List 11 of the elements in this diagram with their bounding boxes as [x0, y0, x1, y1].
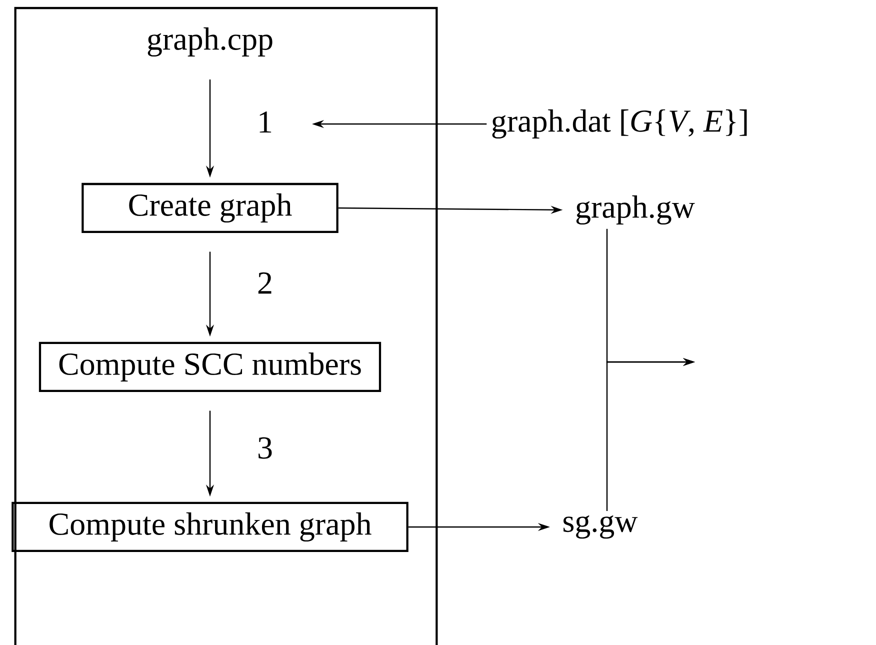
file-label: graph.cpp	[148, 27, 272, 57]
edge-label: 1	[254, 108, 276, 136]
process-box: Create graph	[82, 182, 338, 234]
process-box: Compute shrunken graph	[12, 502, 408, 552]
file-label: graph.dat [G{V, E}]	[492, 109, 747, 139]
frame-box	[14, 6, 438, 645]
edge-label: 3	[254, 434, 276, 462]
process-box: Compute SCC numbers	[38, 342, 382, 392]
edge-label: 2	[254, 270, 276, 296]
file-label: sg.gw	[564, 515, 638, 539]
file-label: graph.gw	[576, 195, 695, 225]
